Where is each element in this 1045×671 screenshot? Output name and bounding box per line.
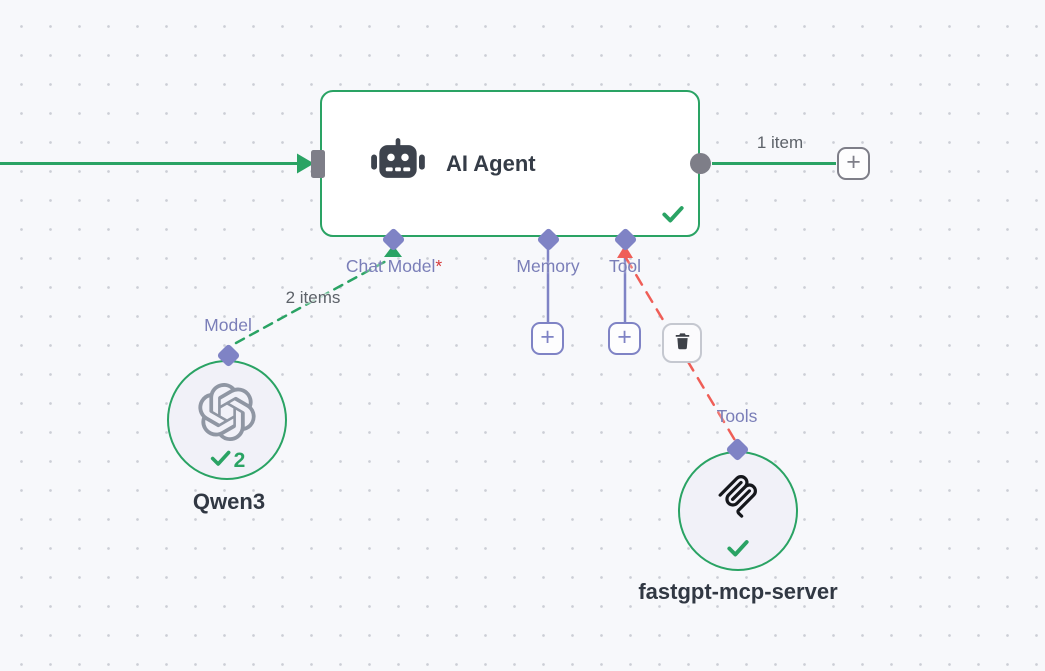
required-marker: *	[435, 256, 443, 276]
model-node-name: Qwen3	[192, 489, 266, 514]
openai-logo-icon	[198, 383, 256, 446]
agent-output-port[interactable]	[690, 153, 711, 174]
add-next-node-button[interactable]: +	[837, 147, 870, 180]
plus-icon: +	[846, 148, 861, 176]
tools-port-label: Tools	[716, 406, 758, 426]
plus-icon: +	[540, 323, 555, 351]
model-node[interactable]: 2	[167, 360, 287, 480]
add-tool-button[interactable]: +	[608, 322, 641, 355]
mcp-tool-node[interactable]	[678, 451, 798, 571]
delete-connection-button[interactable]	[662, 323, 702, 363]
model-items-label: 2 items	[285, 288, 341, 307]
success-check-icon	[660, 201, 686, 227]
robot-icon	[370, 137, 426, 190]
mcp-node-name: fastgpt-mcp-server	[638, 579, 838, 604]
add-memory-button[interactable]: +	[531, 322, 564, 355]
tool-port-label: Tool	[608, 256, 642, 276]
node-title: AI Agent	[446, 150, 536, 176]
success-check-icon	[725, 535, 751, 566]
model-connection-arrow-icon	[384, 245, 402, 257]
plus-icon: +	[617, 323, 632, 351]
memory-port-label: Memory	[516, 256, 580, 276]
output-items-label: 1 item	[756, 133, 804, 152]
mcp-node-status	[725, 535, 751, 566]
tool-connection-arrow-icon	[617, 245, 633, 258]
success-check-icon	[209, 446, 233, 475]
trash-icon	[673, 331, 692, 355]
input-connection-arrow-icon	[297, 153, 314, 174]
mcp-logo-icon	[714, 471, 762, 524]
chat-model-port-label: Chat Model*	[346, 256, 442, 277]
model-connection-line[interactable]	[234, 258, 390, 345]
agent-input-port[interactable]	[311, 150, 325, 178]
model-node-status: 2	[209, 446, 246, 475]
chat-model-label-text: Chat Model	[345, 256, 436, 276]
ai-agent-node[interactable]: AI Agent	[320, 90, 700, 237]
run-count: 2	[233, 448, 246, 472]
model-port-label: Model	[204, 315, 252, 335]
